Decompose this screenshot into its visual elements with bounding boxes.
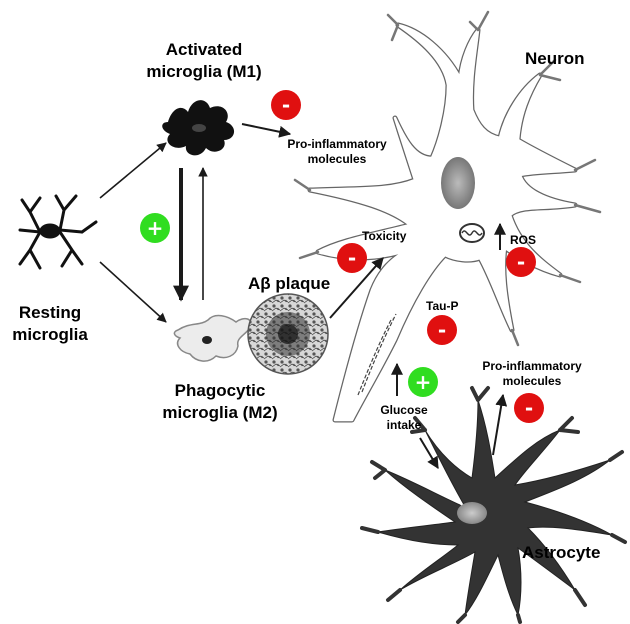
- svg-text:-: -: [348, 246, 356, 270]
- label-proinflammatory-m1-line2: molecules: [308, 152, 367, 166]
- label-ros: ROS: [510, 233, 536, 247]
- minus-badge-toxicity: -: [337, 243, 367, 273]
- label-abeta-plaque: Aβ plaque: [248, 274, 330, 293]
- arrow-plaque-to-toxicity: [329, 257, 384, 319]
- svg-text:-: -: [282, 93, 290, 117]
- label-phagocytic-line1: Phagocytic: [175, 381, 266, 400]
- minus-badge-tau: -: [427, 315, 457, 345]
- phagocytic-microglia-cell: [173, 314, 252, 362]
- plus-badge-microglia: +: [140, 213, 170, 243]
- activated-microglia-nucleus: [192, 124, 206, 132]
- label-glucose-line2: intake: [387, 418, 422, 432]
- svg-text:+: +: [147, 216, 164, 240]
- label-resting-line1: Resting: [19, 303, 81, 322]
- label-glucose-line1: Glucose: [380, 403, 428, 417]
- astrocyte-nucleus: [457, 502, 487, 524]
- svg-text:+: +: [415, 370, 432, 394]
- label-proinflammatory-m1-line1: Pro-inflammatory: [287, 137, 387, 151]
- arrow-glucose-down: [419, 437, 439, 470]
- astrocyte-branches: [360, 386, 627, 624]
- svg-text:-: -: [517, 250, 525, 274]
- label-resting-line2: microglia: [12, 325, 88, 344]
- label-activated-line1: Activated: [166, 40, 243, 59]
- resting-microglia-cell: [18, 194, 98, 270]
- label-neuron: Neuron: [525, 49, 585, 68]
- arrow-m1-to-proinflammatory: [241, 123, 292, 138]
- arrow-resting-to-activated: [99, 142, 167, 199]
- neuron-cell: [293, 10, 602, 423]
- arrow-astrocyte-to-proinflammatory: [492, 393, 508, 456]
- label-toxicity: Toxicity: [362, 229, 407, 243]
- minus-badge-astrocyte: -: [514, 393, 544, 423]
- arrows: [99, 123, 508, 470]
- neuron-body-inner: [308, 23, 577, 422]
- label-proinflammatory-astro-line2: molecules: [503, 374, 562, 388]
- neuron-nucleus: [441, 157, 475, 209]
- svg-text:-: -: [438, 318, 446, 342]
- arrow-resting-to-phagocytic: [99, 261, 167, 323]
- label-proinflammatory-astro-line1: Pro-inflammatory: [482, 359, 582, 373]
- phagocytic-microglia-nucleus: [202, 336, 212, 344]
- minus-badge-ros: -: [506, 247, 536, 277]
- label-astrocyte: Astrocyte: [522, 543, 600, 562]
- astrocyte-cell: [360, 386, 627, 624]
- abeta-plaque-icon: [247, 293, 329, 375]
- minus-badge-m1: -: [271, 90, 301, 120]
- neuron-dendrite-tips: [293, 10, 602, 347]
- label-activated-line2: microglia (M1): [146, 62, 261, 81]
- label-tau-p: Tau-P: [426, 299, 458, 313]
- astrocyte-body: [377, 399, 613, 617]
- label-phagocytic-line2: microglia (M2): [162, 403, 277, 422]
- mitochondrion-icon: [459, 223, 485, 243]
- axon-filaments: [357, 313, 397, 396]
- svg-text:-: -: [525, 396, 533, 420]
- plus-badge-glucose: +: [408, 367, 438, 397]
